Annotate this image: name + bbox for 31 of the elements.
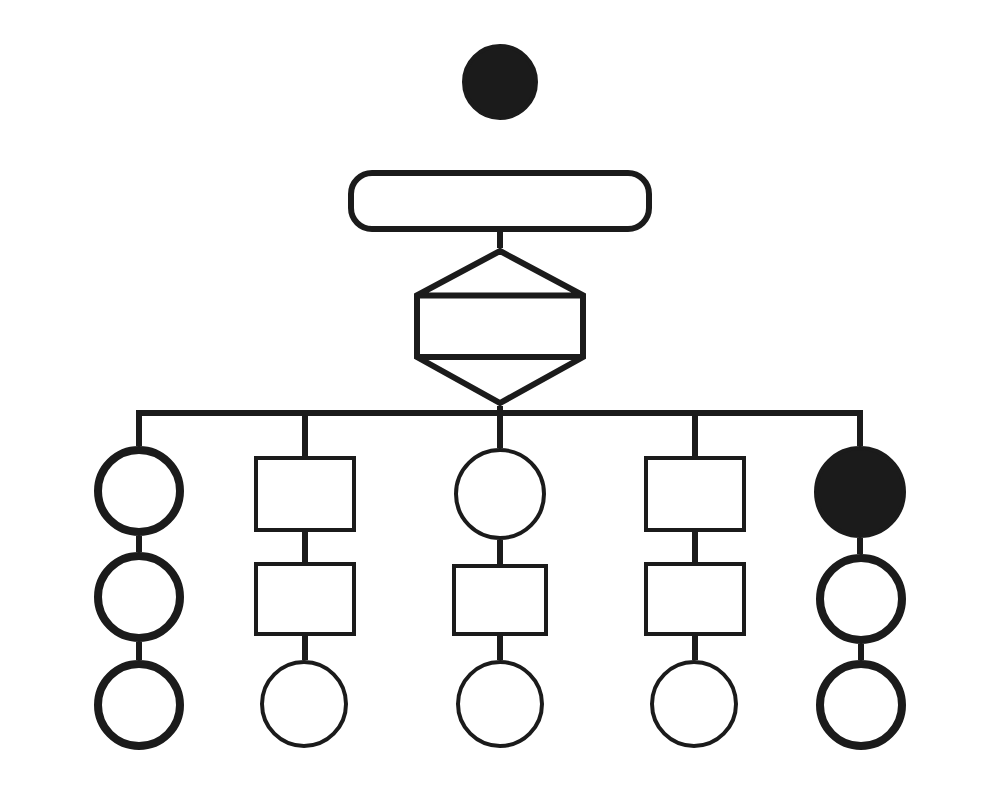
rounded-box: [348, 170, 652, 232]
thick-circle-node: [94, 660, 184, 750]
thick-circle-node: [816, 660, 906, 750]
process-box: [254, 562, 356, 636]
process-box: [644, 562, 746, 636]
connector-line: [302, 636, 308, 660]
circle-node: [454, 448, 546, 540]
connector-line: [302, 532, 308, 562]
circle-node: [650, 660, 738, 748]
connector-line: [858, 644, 864, 660]
connector-line: [497, 406, 863, 446]
connector-line: [136, 642, 142, 660]
connector-line: [497, 636, 503, 660]
connector-line: [692, 532, 698, 562]
connector-line: [497, 540, 503, 564]
thick-circle-node: [816, 554, 906, 644]
connector-line: [136, 536, 142, 552]
thick-circle-node: [94, 552, 184, 642]
connector-line: [497, 232, 503, 248]
connector-line: [302, 406, 503, 456]
decision-diamond: [414, 248, 586, 406]
circle-node: [456, 660, 544, 748]
circle-node: [260, 660, 348, 748]
solid-circle-node: [814, 446, 906, 538]
process-box: [644, 456, 746, 532]
connector-line: [692, 636, 698, 660]
process-box: [254, 456, 356, 532]
solid-circle-node: [462, 44, 538, 120]
thick-circle-node: [94, 446, 184, 536]
connector-line: [857, 538, 863, 554]
process-box: [452, 564, 548, 636]
